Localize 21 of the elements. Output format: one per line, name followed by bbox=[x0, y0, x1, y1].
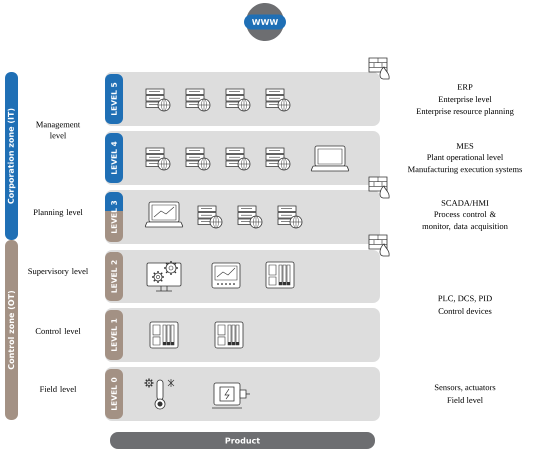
level-description: Plant operational level bbox=[427, 154, 504, 162]
product-bar: Product bbox=[110, 432, 375, 449]
level-description: Enterprise level bbox=[438, 96, 492, 104]
level-label: Field level bbox=[40, 386, 76, 392]
level-label: Management level bbox=[36, 122, 80, 138]
level-label: Planning level bbox=[33, 209, 83, 217]
level-label: Control level bbox=[36, 328, 80, 334]
level-label: Supervisory level bbox=[28, 268, 88, 276]
level-description: SCADA/HMI bbox=[442, 200, 489, 206]
level-description: MES bbox=[456, 143, 474, 149]
globe-badge: WWW bbox=[244, 3, 286, 41]
level-description: Process control & monitor, data acquisition bbox=[422, 211, 508, 231]
level-description: Manufacturing execution systems bbox=[408, 166, 522, 174]
zone-bar: Control zone (OT) bbox=[5, 240, 18, 420]
level-description: ERP bbox=[457, 84, 472, 90]
level-description: Control devices bbox=[438, 308, 492, 314]
zone-bar: Corporation zone (IT) bbox=[5, 72, 18, 240]
level-description: PLC, DCS, PID bbox=[438, 296, 492, 302]
level-description: Field level bbox=[447, 397, 483, 403]
level-description: Enterprise resource planning bbox=[416, 108, 514, 116]
level-description: Sensors, actuators bbox=[434, 384, 496, 392]
